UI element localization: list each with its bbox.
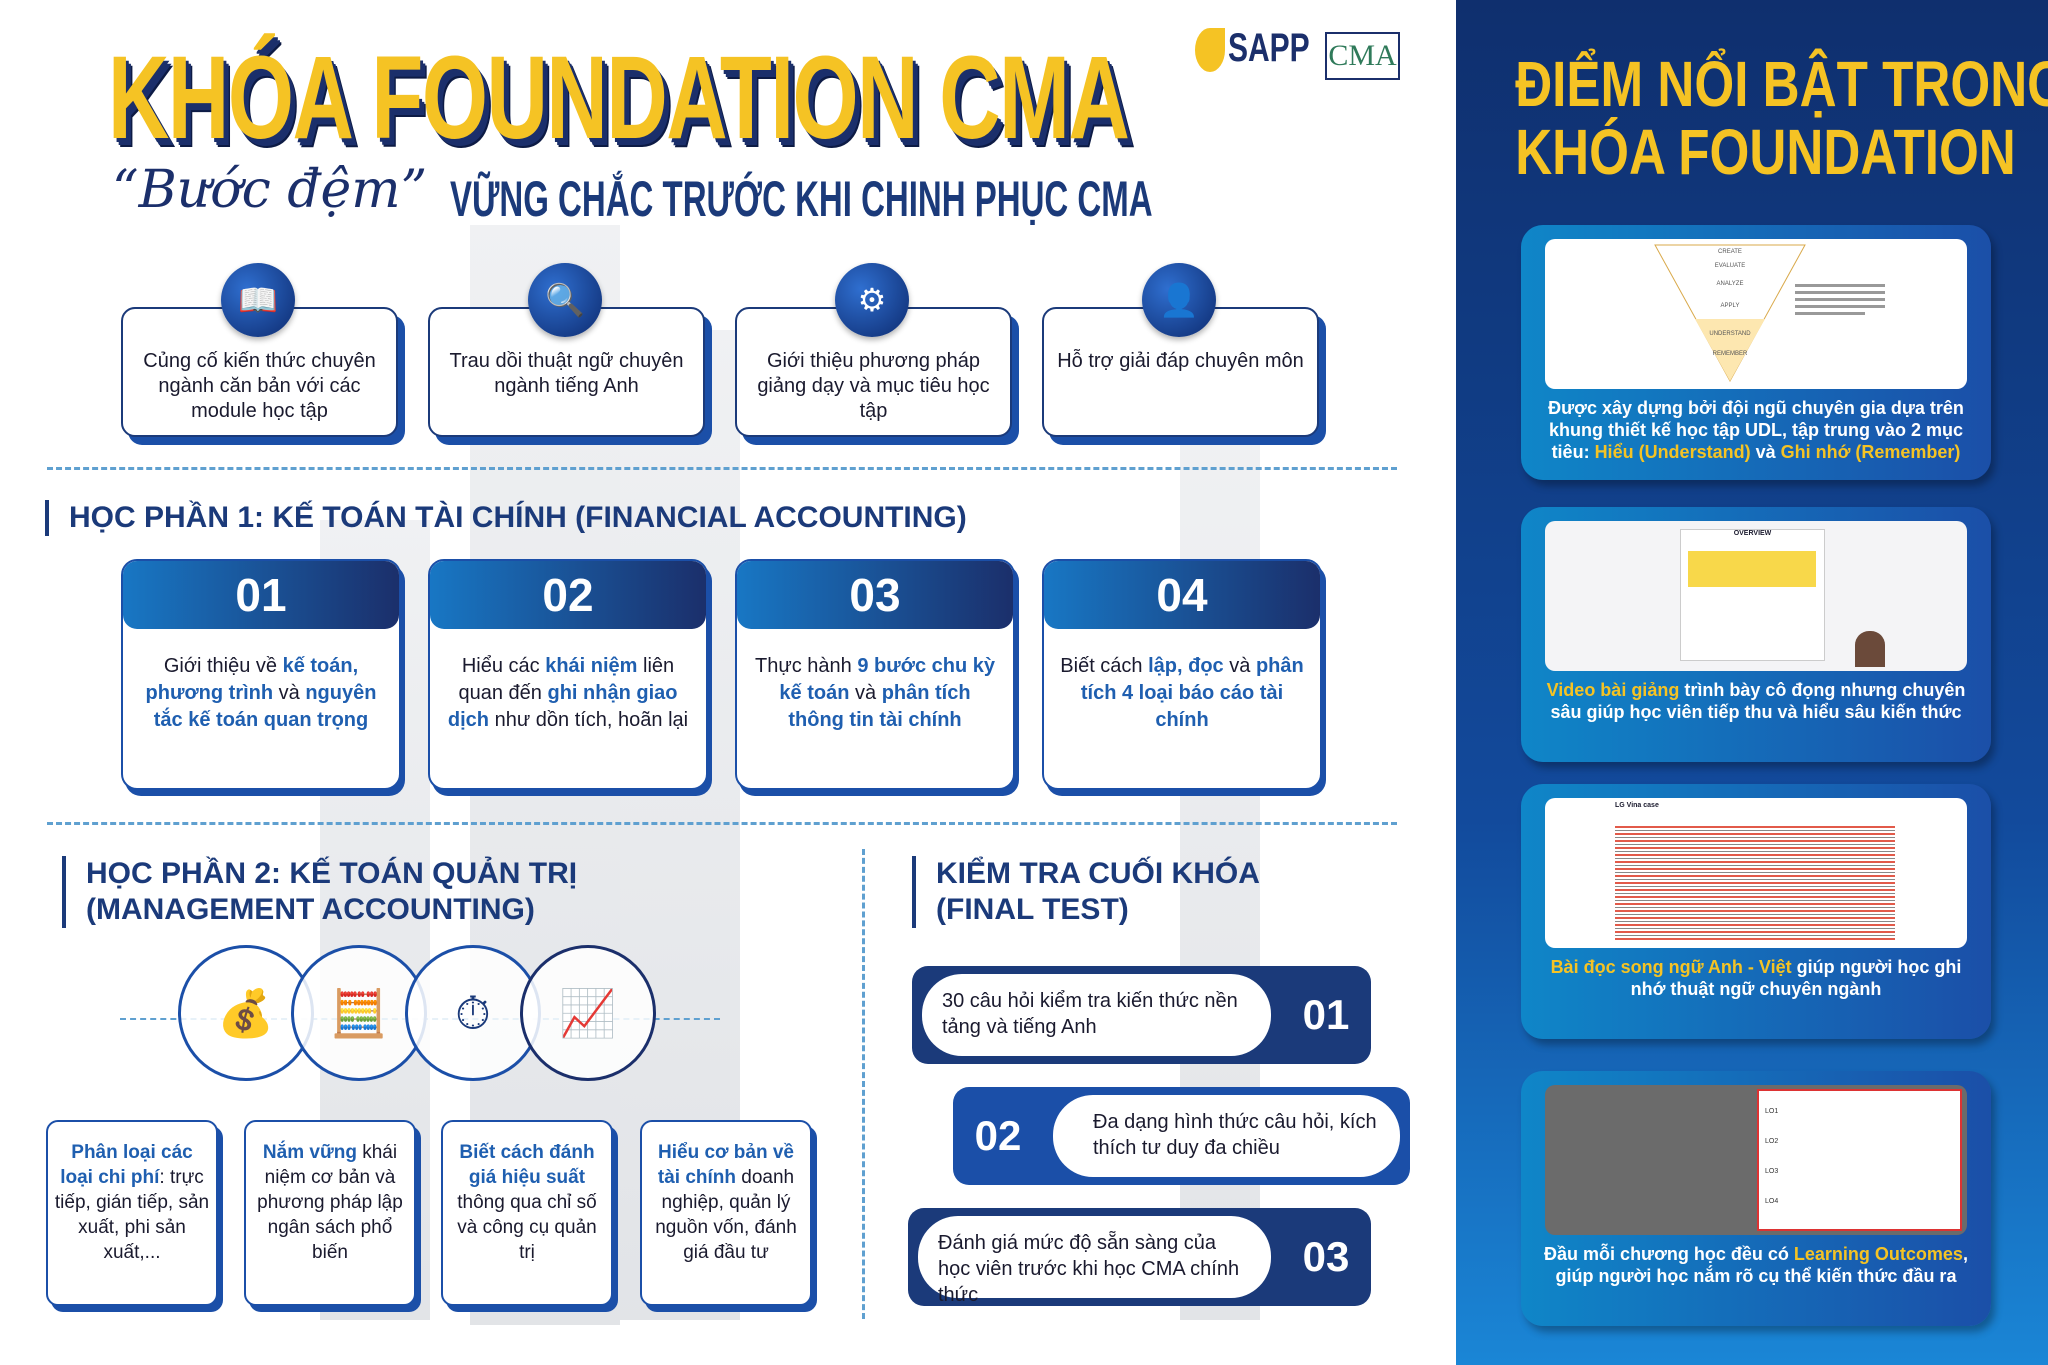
final-test-item: Đánh giá mức độ sẵn sàng của học viên tr…: [908, 1208, 1371, 1306]
highlight-card: LG Vina case Bài đọc song ngữ Anh - Việt…: [1521, 784, 1991, 1039]
bilingual-reading-screenshot: LG Vina case: [1545, 798, 1967, 948]
bulb-gear-icon: ⚙: [835, 263, 909, 337]
money-bag-icon: 💰: [178, 945, 314, 1081]
module1-heading: HỌC PHẦN 1: KẾ TOÁN TÀI CHÍNH (FINANCIAL…: [45, 500, 967, 536]
sapp-logo: SAPP: [1195, 26, 1310, 73]
highlight-caption: Bài đọc song ngữ Anh - Việt giúp người h…: [1550, 957, 1962, 999]
gauge-chart-icon: ⏱: [405, 945, 541, 1081]
final-test-item: 30 câu hỏi kiểm tra kiến thức nền tảng v…: [912, 966, 1371, 1064]
highlight-caption: Được xây dựng bởi đội ngũ chuyên gia dựa…: [1548, 398, 1964, 462]
module2-card: Phân loại các loại chi phí: trực tiếp, g…: [46, 1120, 218, 1306]
subtitle: VỮNG CHẮC TRƯỚC KHI CHINH PHỤC CMA: [450, 171, 1153, 227]
svg-text:UNDERSTAND: UNDERSTAND: [1709, 331, 1751, 337]
calculator-dollar-icon: 🧮: [291, 945, 427, 1081]
svg-text:APPLY: APPLY: [1721, 303, 1740, 309]
calculator-growth-icon: 📈: [520, 945, 656, 1081]
script-tagline: “Bước đệm”: [112, 160, 428, 220]
svg-text:ANALYZE: ANALYZE: [1717, 281, 1744, 287]
module2-card: Hiểu cơ bản về tài chính doanh nghiệp, q…: [640, 1120, 812, 1306]
book-search-icon: 🔍: [528, 263, 602, 337]
main-title: KHÓA FOUNDATION CMA: [108, 32, 1130, 164]
svg-text:REMEMBER: REMEMBER: [1713, 351, 1748, 357]
divider: [47, 822, 1397, 825]
highlight-card: CREATE EVALUATE ANALYZE APPLY UNDERSTAND REME…: [1521, 225, 1991, 480]
highlight-caption: Video bài giảng trình bày cô đọng nhưng …: [1546, 680, 1966, 722]
user-search-icon: 👤: [1142, 263, 1216, 337]
svg-text:EVALUATE: EVALUATE: [1715, 263, 1745, 269]
svg-text:CREATE: CREATE: [1718, 249, 1742, 255]
final-test-heading: KIỂM TRA CUỐI KHÓA(FINAL TEST): [912, 856, 1260, 928]
video-lecture-screenshot: OVERVIEW: [1545, 521, 1967, 671]
cma-logo: CMA: [1325, 32, 1400, 80]
highlight-card: OVERVIEW Video bài giảng trình bày cô đọ…: [1521, 507, 1991, 762]
vertical-divider: [862, 849, 865, 1319]
divider: [47, 467, 1397, 470]
module2-heading: HỌC PHẦN 2: KẾ TOÁN QUẢN TRỊ(MANAGEMENT …: [62, 856, 577, 928]
highlight-caption: Đầu mỗi chương học đều có Learning Outco…: [1544, 1244, 1968, 1286]
module2-card: Biết cách đánh giá hiệu suất thông qua c…: [441, 1120, 613, 1306]
module2-card: Nắm vững khái niệm cơ bản và phương pháp…: [244, 1120, 416, 1306]
book-lightbulb-icon: 📖: [221, 263, 295, 337]
bloom-pyramid-screenshot: CREATE EVALUATE ANALYZE APPLY UNDERSTAND REME…: [1545, 239, 1967, 389]
